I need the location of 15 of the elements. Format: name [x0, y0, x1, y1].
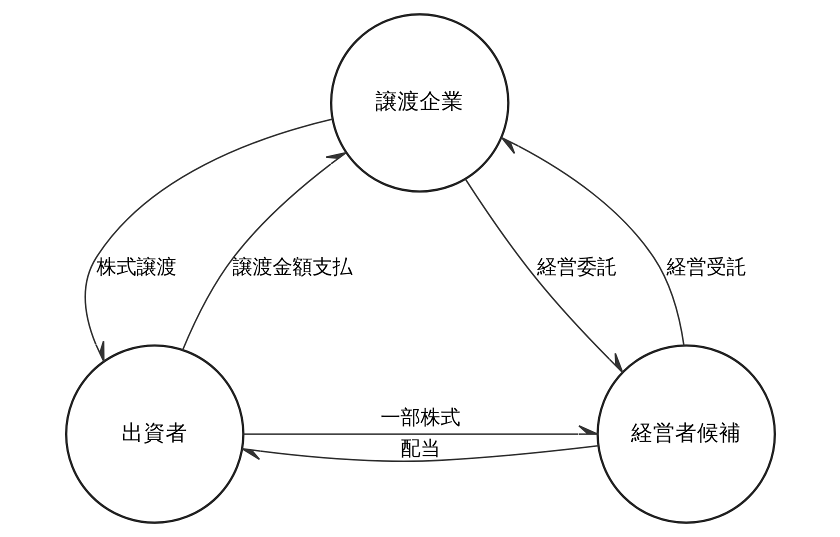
- arrow: [464, 178, 623, 374]
- edge-label: 株式譲渡: [96, 254, 176, 279]
- arrow: [182, 152, 346, 350]
- arrow: [240, 445, 598, 462]
- arrow: [500, 136, 684, 346]
- edge-label: 配当: [400, 436, 440, 460]
- edge-label: 一部株式: [380, 404, 460, 429]
- arrow: [243, 425, 598, 435]
- arrow: [84, 118, 332, 362]
- node-circle: 譲渡企業: [330, 13, 509, 193]
- edge-label: 譲渡金額支払: [232, 254, 352, 279]
- node-circle: 経営者候補: [596, 344, 776, 524]
- edge-label: 経営受託: [666, 254, 746, 279]
- node-circle: 出資者: [64, 344, 244, 524]
- edge-label: 経営委託: [536, 254, 616, 279]
